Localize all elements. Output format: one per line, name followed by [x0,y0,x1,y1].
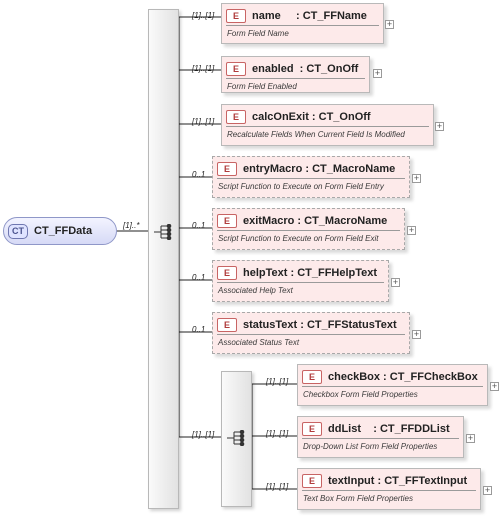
divider [217,334,405,335]
expand-icon[interactable]: + [373,68,382,78]
element-label: enabled : CT_OnOff [252,63,359,75]
element-icon: E [302,370,322,384]
sequence-icon [227,430,245,446]
element-multiplicity: [1]..[1] [266,429,289,438]
divider [217,230,400,231]
expand-icon[interactable]: + [407,225,416,235]
divider [217,178,405,179]
expand-icon[interactable]: + [490,381,499,391]
element-label: statusText : CT_FFStatusText [243,319,397,331]
divider [226,25,379,26]
divider [217,282,384,283]
element-label: entryMacro : CT_MacroName [243,163,396,175]
element-multiplicity: [1]..[1] [192,117,215,126]
root-multiplicity: [1]..* [123,221,140,230]
element-description: Form Field Name [227,29,289,38]
divider [302,438,459,439]
main-sequence[interactable] [148,9,179,509]
element-icon: E [226,9,246,23]
element-description: Drop-Down List Form Field Properties [303,442,438,451]
expand-icon[interactable]: + [483,485,492,495]
element-multiplicity: [1]..[1] [266,482,289,491]
element-multiplicity: [1]..[1] [192,11,215,20]
complex-type-icon: CT [8,223,28,239]
element-icon: E [302,422,322,436]
element-description: Associated Status Text [218,338,300,347]
element-description: Checkbox Form Field Properties [303,390,418,399]
element-label: checkBox : CT_FFCheckBox [328,371,478,383]
element-icon: E [226,110,246,124]
sequence-icon [154,224,172,240]
element-icon: E [302,474,322,488]
inner-sequence[interactable] [221,371,252,507]
expand-icon[interactable]: + [466,433,475,443]
root-type-label: CT_FFData [34,225,93,237]
root-complex-type[interactable]: CT CT_FFData [3,217,117,245]
element-icon: E [217,214,237,228]
element-label: ddList : CT_FFDDList [328,423,450,435]
expand-icon[interactable]: + [391,277,400,287]
element-multiplicity: 0..1 [192,273,206,282]
element-label: textInput : CT_FFTextInput [328,475,468,487]
element-icon: E [217,162,237,176]
element-label: name : CT_FFName [252,10,367,22]
divider [226,126,429,127]
element-multiplicity: [1]..[1] [266,377,289,386]
element-icon: E [217,266,237,280]
divider [226,78,365,79]
element-label: exitMacro : CT_MacroName [243,215,388,227]
element-multiplicity: 0..1 [192,221,206,230]
element-label: helpText : CT_FFHelpText [243,267,378,279]
element-description: Associated Help Text [218,286,293,295]
group-multiplicity: [1]..[1] [192,430,215,439]
expand-icon[interactable]: + [435,121,444,131]
divider [302,386,483,387]
element-icon: E [217,318,237,332]
expand-icon[interactable]: + [385,19,394,29]
element-multiplicity: 0..1 [192,325,206,334]
element-description: Recalculate Fields When Current Field Is… [227,130,405,139]
expand-icon[interactable]: + [412,329,421,339]
element-multiplicity: [1]..[1] [192,64,215,73]
divider [302,490,476,491]
element-description: Script Function to Execute on Form Field… [218,234,379,243]
element-multiplicity: 0..1 [192,170,206,179]
element-description: Text Box Form Field Properties [303,494,413,503]
element-description: Form Field Enabled [227,82,297,91]
element-description: Script Function to Execute on Form Field… [218,182,384,191]
element-icon: E [226,62,246,76]
element-label: calcOnExit : CT_OnOff [252,111,371,123]
expand-icon[interactable]: + [412,173,421,183]
